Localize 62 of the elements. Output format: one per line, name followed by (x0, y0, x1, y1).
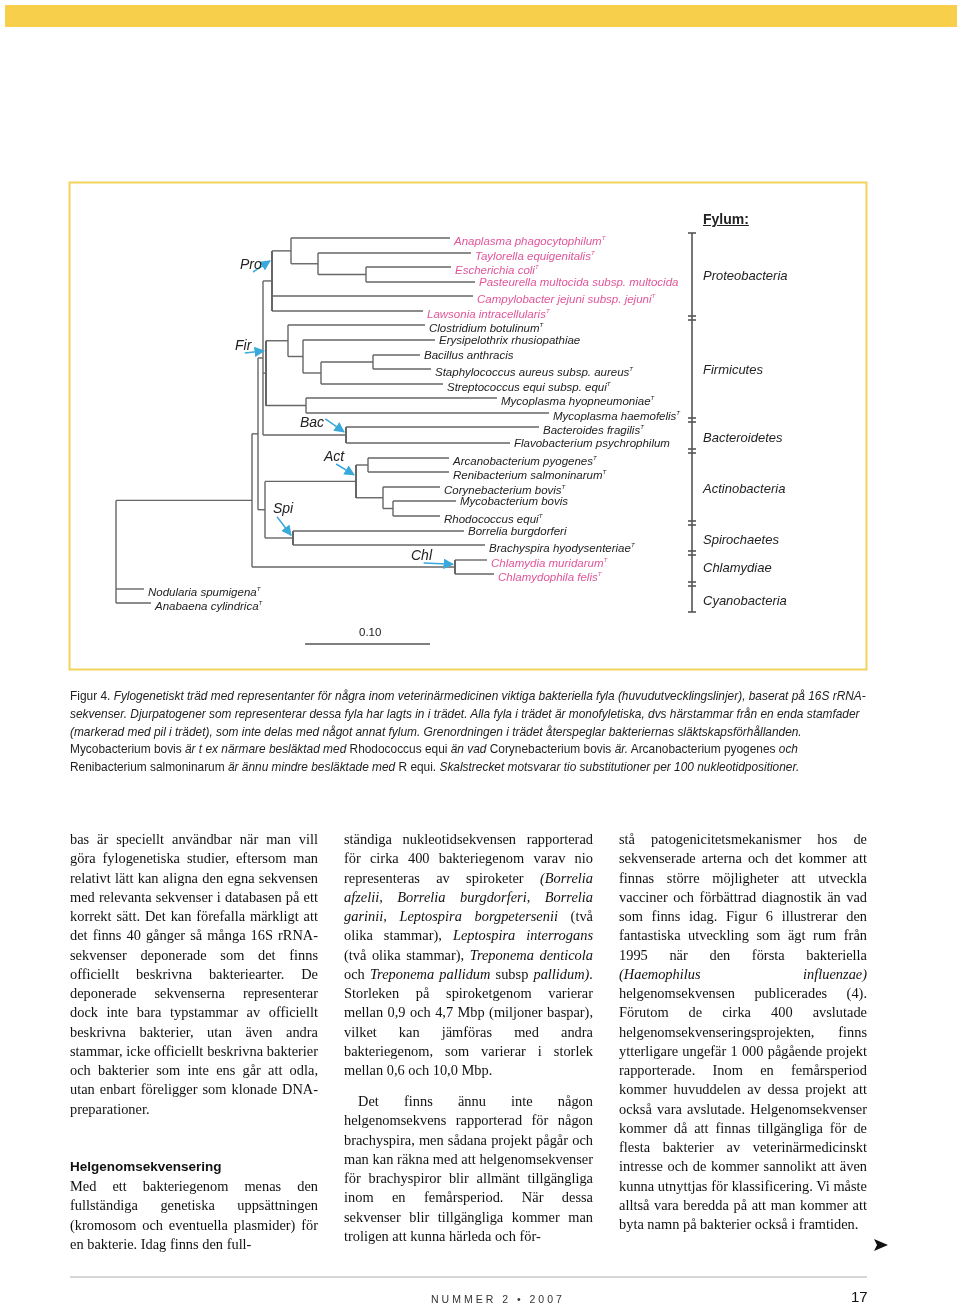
species-name: Rhodococcus equi$^{T}$ (444, 511, 543, 527)
species-name: Campylobacter jejuni subsp. jejuni$^{T}$ (477, 291, 656, 307)
arrow (335, 463, 355, 476)
species-name: Mycoplasma haemofelis$^{T}$ (553, 408, 681, 424)
page-number: 17 (851, 1288, 868, 1304)
clade-label: Bac (300, 414, 325, 430)
species-name: Flavobacterium psychrophilum (514, 436, 670, 451)
species-name: Anaplasma phagocytophilum$^{T}$ (454, 233, 606, 249)
species-name: Bacteroides fragilis$^{T}$ (543, 422, 644, 438)
body-paragraph: stå patogenicitetsmekanismer hos de sekvenserade arterna och det kommer att finnas större möjligheter att utveckla vacciner och förbättrad diagnostik än vad som finns idag. Figur 6 illustrerar den fantastiska utveckling som ägt rum från 1995 när den första bakteriella (Haemophilus influenzae) helgenomsekvensen publicerades (4). Förutom de cirka 400 avslutade helgenomsekvenseringsprojekten, finns ytterligare ungefär 1 000 pågående projekt rapporterade. Inom en femårsperiod kommer huvuddelen av dessa projekt att också vara avslutade. Helgenomsekvenser kommer då att finnas tillgängliga för de flesta bakterier av veterinärmedicinskt intresse och de kommer sannolikt att även kunna utnyttjas för klassificering. Vi måste alltså vara beredda på att man kommer att byta namn på bakterier också i framtiden. (619, 830, 867, 1234)
phylum-name: Proteobacteria (703, 268, 788, 284)
species-name: Brachyspira hyodysenteriae$^{T}$ (489, 540, 635, 556)
species-name: Erysipelothrix rhusiopathiae (439, 333, 581, 348)
branch-point-bar (292, 531, 295, 545)
species-name: Chlamydia muridarum$^{T}$ (491, 555, 608, 571)
clade-label: Chl (411, 547, 432, 563)
species-name: Clostridium botulinum$^{T}$ (429, 320, 544, 336)
column-heading: Fylum: (703, 211, 749, 227)
arrow (422, 558, 455, 570)
species-name: Taylorella equigenitalis$^{T}$ (475, 248, 595, 264)
phylum-name: Actinobacteria (703, 481, 786, 497)
arrow (276, 516, 292, 537)
issue-number: NUMMER 2 • 2007 (431, 1292, 565, 1304)
body-paragraph: bas är speciellt användbar när man vill göra fylogenetiska studier, eftersom man relativt lätt kan aligna den egna sekvensen med relevanta sekvenser i databasen på ett korrekt sätt. Det kan förefalla märkligt att det finns 40 gånger så många 16S rRNA-sekvenser deponerade som det finns officiellt beskrivna bakteriearter. De deponerade sekvenserna representerar dock inte bara typstammar av officiellt beskrivna bakterier, utan även andra stammar, icke officiellt beskrivna bakterier och bakterier som inte ens går att odla, utan enbart föreligger som klonade DNA-preparationer. (70, 830, 318, 1119)
phylum-name: Firmicutes (703, 362, 763, 378)
branch-point-bar (355, 465, 358, 498)
species-name: Chlamydophila felis$^{T}$ (498, 569, 602, 585)
species-name: Lawsonia intracellularis$^{T}$ (427, 306, 550, 322)
arrow (244, 346, 266, 358)
species-name: Corynebacterium bovis$^{T}$ (444, 482, 566, 497)
species-name: Staphylococcus aureus subsp. aureus$^{T}$ (435, 364, 633, 380)
body-paragraph: Med ett bakteriegenom menas den fullständiga genetiska uppsättningen (kromosom och eventuella plasmider) för en bakterie. Idag finns den full- (70, 1177, 318, 1254)
species-name: Borrelia burgdorferi (468, 525, 567, 539)
body-paragraph: Det finns ännu inte någon helgenomsekvens rapporterad för någon brachyspira, men sådana projekt pågår och man kan räkna med att helgenomsekvenser för brachyspiror blir allmänt tillgängliga inom en femårsperiod. När dessa sekvenser blir tillgängliga kommer man troligen att kunna härleda och för- (344, 1092, 593, 1246)
species-name: Arcanobacterium pyogenes$^{T}$ (453, 453, 597, 469)
species-name: Streptococcus equi subsp. equi$^{T}$ (447, 379, 611, 395)
branch-point-bar (271, 250, 274, 311)
scale-value: 0.10 (359, 625, 382, 639)
branch-point-bar (345, 427, 348, 443)
phylum-name: Bacteroidetes (703, 430, 783, 446)
species-name: Escherichia coli$^{T}$ (455, 262, 539, 278)
arrow (324, 418, 345, 433)
branch-point-bar (265, 340, 268, 406)
section-heading: Helgenomsekvensering (70, 1158, 222, 1176)
species-name: Mycobacterium bovis (460, 495, 568, 509)
species-name: Anabaena cylindrica$^{T}$ (155, 598, 263, 614)
phylum-name: Spirochaetes (703, 532, 779, 548)
figure-caption: Figur 4. Fylogenetiskt träd med representanter för några inom veterinärmedicinen viktiga bakteriella fyla (huvudutvecklingslinjer), baserat på 16S rRNA-sekvenser. Djurpatogener som representerar dessa fyla har lagts in i trädet. Alla fyla i trädet är monofyletiska, dvs härstammar från en enda stamfader (markerad med pil i trädet), som inte delas med något annat fylum. Grenordningen i trädet återspeglar bakteriernas släktskapsförhållanden. Mycobacterium bovis är t ex närmare besläktad med Rhodococcus equi än vad Corynebacterium bovis är. Arcanobacterium pyogenes och Renibacterium salmoninarum är ännu mindre besläktade med R equi. Skalstrecket motsvarar tio substitutioner per 100 nukleotidpositioner. (70, 688, 867, 777)
species-name: Pasteurella multocida subsp. multocida (479, 275, 679, 290)
branch-point-bar (454, 560, 457, 574)
body-paragraph: ständiga nukleotidsekvensen rapporterad för cirka 400 bakteriegenom varav nio representeras av spiroketer (Borrelia afzelii, Borrelia burgdorferi, Borrelia garinii, Leptospira borgpetersenii (två olika stammar), Leptospira interrogans (två olika stammar), Treponema denticola och Treponema pallidum subsp pallidum). Storleken på spiroketgenom varierar mellan 0,9 och 4,7 Mbp (miljoner baspar), vilket kan jämföras med andra bakteriegenom, som varierar i storlek mellan 0,6 och 10,0 Mbp. (344, 830, 593, 1080)
clade-label: Fir (235, 337, 252, 353)
arrow (252, 260, 271, 273)
species-name: Renibacterium salmoninarum$^{T}$ (453, 467, 607, 483)
clade-label: Spi (273, 500, 294, 516)
species-name: Mycoplasma hyopneumoniae$^{T}$ (501, 393, 655, 409)
species-name: Bacillus anthracis (424, 348, 514, 363)
phylum-name: Cyanobacteria (703, 593, 787, 609)
clade-label: Act (324, 448, 345, 464)
phylum-name: Chlamydiae (703, 560, 772, 576)
species-name: Nodularia spumigena$^{T}$ (148, 584, 261, 600)
clade-label: Pro (240, 256, 262, 272)
